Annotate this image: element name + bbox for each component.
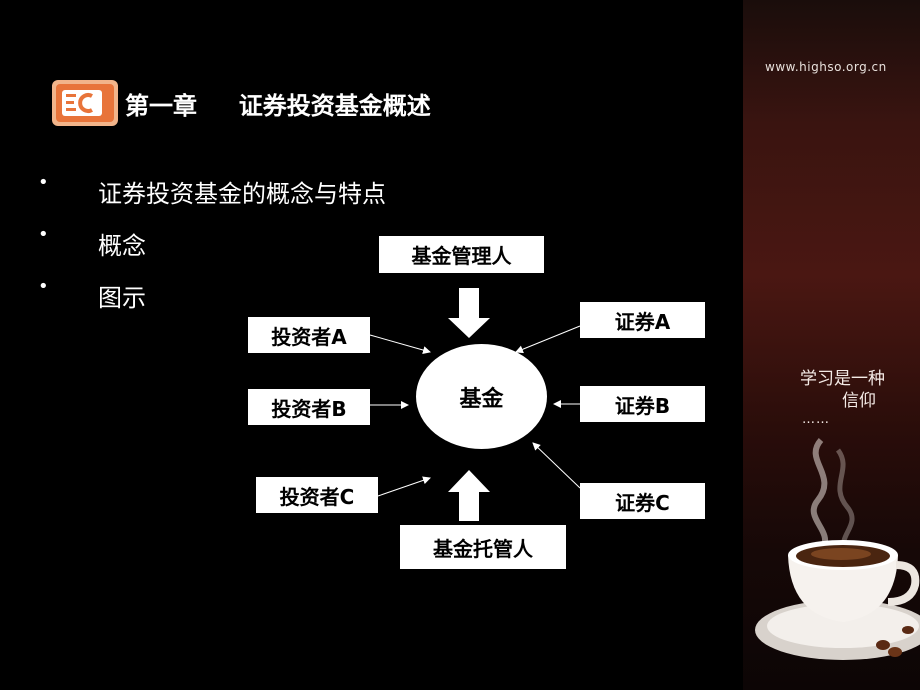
investor-c-box: 投资者C (256, 477, 378, 513)
fund-oval: 基金 (416, 344, 547, 449)
chapter-title: 证券投资基金概述 (238, 92, 431, 120)
bullet-dot: • (38, 224, 49, 245)
investor-c-arrow (377, 476, 431, 497)
manager-arrow (448, 288, 490, 338)
slogan-line1: 学习是一种 (800, 369, 885, 389)
slogan: 学习是一种 信仰 (800, 368, 885, 412)
custodian-arrow (448, 470, 490, 521)
fund-custodian-box: 基金托管人 (400, 525, 566, 569)
chapter-label: 第一章 (125, 92, 197, 120)
investor-a-arrow (369, 334, 431, 354)
bullet-text: 概念 (98, 232, 146, 260)
security-a-arrow (515, 325, 581, 354)
coffee-cup-icon (743, 430, 920, 690)
investor-a-box: 投资者A (248, 317, 370, 353)
security-c-box: 证券C (580, 483, 705, 519)
security-a-box: 证券A (580, 302, 705, 338)
fund-manager-box: 基金管理人 (379, 236, 544, 273)
security-c-arrow (532, 442, 581, 489)
site-url: www.highso.org.cn (765, 60, 887, 74)
bullet-dot: • (38, 276, 49, 297)
investor-b-box: 投资者B (248, 389, 370, 425)
security-b-box: 证券B (580, 386, 705, 422)
slogan-line2: 信仰 (842, 391, 876, 411)
bullet-text: 证券投资基金的概念与特点 (98, 180, 386, 208)
presentation-logo-icon (48, 74, 122, 130)
page-title: 第一章 证券投资基金概述 (125, 86, 431, 121)
slogan-ellipsis: …… (802, 412, 830, 427)
bullet-dot: • (38, 172, 49, 193)
bullet-text: 图示 (98, 284, 146, 312)
